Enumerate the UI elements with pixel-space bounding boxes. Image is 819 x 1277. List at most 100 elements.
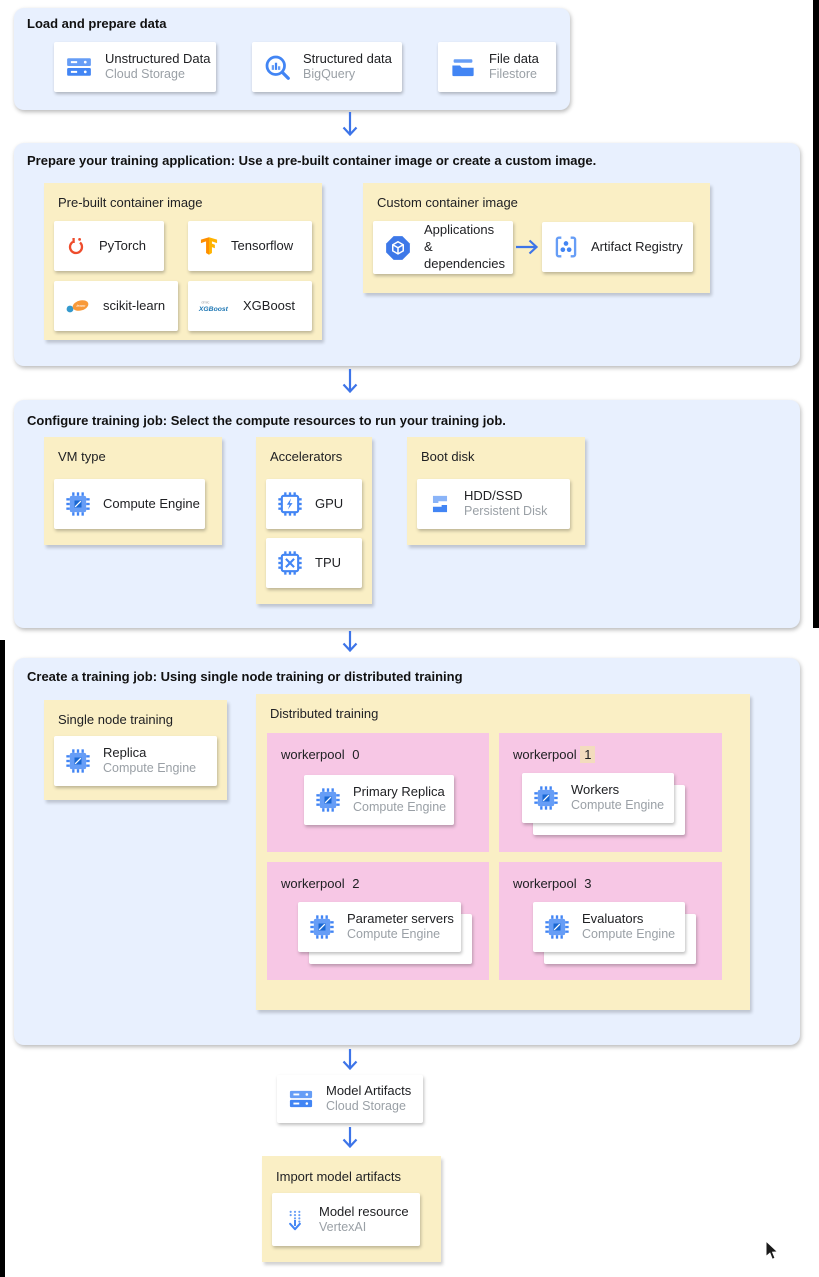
- box-title: Import model artifacts: [276, 1169, 401, 1184]
- workerpool-3-box: workerpool 3 Evaluators Compute Engine: [499, 862, 722, 980]
- vm-type-box: VM type Compute Engine: [44, 437, 222, 545]
- section-title: Create a training job: Using single node…: [27, 669, 463, 684]
- vertex-ai-icon: [282, 1207, 308, 1233]
- section-prepare-training-application: Prepare your training application: Use a…: [14, 143, 800, 366]
- workerpool-1-title: workerpool 1: [513, 746, 596, 763]
- section-create-training-job: Create a training job: Using single node…: [14, 658, 800, 1045]
- card-model-resource: Model resource VertexAI: [272, 1193, 420, 1246]
- distributed-training-box: Distributed training workerpool 0 Primar…: [256, 694, 750, 1010]
- card-unstructured-data: Unstructured Data Cloud Storage: [54, 42, 216, 92]
- box-title: Single node training: [58, 712, 173, 727]
- card-subtitle: VertexAI: [319, 1219, 367, 1234]
- prebuilt-container-box: Pre-built container image PyTorch Tensor…: [44, 183, 322, 340]
- cloud-storage-icon: [64, 52, 94, 82]
- box-title: Accelerators: [270, 449, 343, 464]
- card-title: Tensorflow: [231, 237, 294, 253]
- svg-text:learn: learn: [77, 303, 87, 308]
- card-evaluators: Evaluators Compute Engine: [533, 902, 685, 952]
- card-title: XGBoost: [243, 297, 296, 313]
- flow-arrow-down: [339, 368, 361, 404]
- artifact-registry-icon: [552, 233, 580, 261]
- workerpool-0-box: workerpool 0 Primary Replica Compute Eng…: [267, 733, 489, 852]
- tpu-icon: [276, 549, 304, 577]
- section-title: Configure training job: Select the compu…: [27, 413, 506, 428]
- filestore-icon: [448, 52, 478, 82]
- card-title: Applications & dependencies: [424, 222, 505, 271]
- card-subtitle: Compute Engine: [353, 800, 447, 815]
- section-title: Prepare your training application: Use a…: [27, 153, 597, 168]
- card-hdd-ssd: HDD/SSD Persistent Disk: [417, 479, 570, 529]
- bigquery-icon: [262, 52, 292, 82]
- card-subtitle: Filestore: [489, 67, 537, 82]
- card-model-artifacts: Model Artifacts Cloud Storage: [277, 1075, 423, 1123]
- card-subtitle: Compute Engine: [582, 927, 676, 942]
- box-title: Boot disk: [421, 449, 475, 464]
- flow-arrow-down: [339, 1126, 361, 1159]
- card-workers: Workers Compute Engine: [522, 773, 674, 823]
- import-model-artifacts-box: Import model artifacts Model resource Ve…: [262, 1156, 441, 1262]
- workerpool-0-title: workerpool 0: [281, 747, 360, 762]
- card-title: File data: [489, 51, 539, 67]
- compute-engine-icon: [64, 747, 92, 775]
- compute-engine-icon: [543, 913, 571, 941]
- card-subtitle: Cloud Storage: [105, 67, 185, 82]
- card-title: Model resource: [319, 1203, 409, 1219]
- section-load-and-prepare-data: Load and prepare data Unstructured Data …: [14, 8, 570, 110]
- flow-arrow-right: [515, 236, 543, 263]
- workerpool-1-box: workerpool 1 Workers Compute Engine: [499, 733, 722, 852]
- box-title: Custom container image: [377, 195, 518, 210]
- card-title: Model Artifacts: [326, 1083, 412, 1099]
- card-title: HDD/SSD: [464, 488, 523, 504]
- card-title: Parameter servers: [347, 911, 454, 927]
- compute-engine-icon: [532, 784, 560, 812]
- section-title: Load and prepare data: [27, 16, 167, 31]
- workerpool-2-box: workerpool 2 Parameter servers Compute E…: [267, 862, 489, 980]
- card-scikit-learn: learn scikit-learn: [54, 281, 178, 331]
- applications-icon: [383, 233, 413, 263]
- workerpool-1-highlight: 1: [580, 746, 596, 763]
- svg-text:dmlc: dmlc: [201, 300, 209, 304]
- card-replica: Replica Compute Engine: [54, 736, 217, 786]
- card-subtitle: Compute Engine: [347, 927, 441, 942]
- scikit-learn-icon: learn: [64, 294, 92, 318]
- card-title: Compute Engine: [103, 495, 200, 511]
- screen-edge-bar-left: [0, 640, 5, 1277]
- card-gpu: GPU: [266, 479, 362, 529]
- card-subtitle: Compute Engine: [571, 798, 665, 813]
- workerpool-2-title: workerpool 2: [281, 876, 360, 891]
- card-parameter-servers: Parameter servers Compute Engine: [298, 902, 461, 952]
- card-title: Workers: [571, 782, 620, 798]
- card-title: Replica: [103, 745, 147, 761]
- card-tensorflow: Tensorflow: [188, 221, 312, 271]
- card-pytorch: PyTorch: [54, 221, 164, 271]
- card-title: PyTorch: [99, 237, 146, 253]
- compute-engine-icon: [64, 490, 92, 518]
- card-title: scikit-learn: [103, 297, 166, 313]
- card-subtitle: Compute Engine: [103, 761, 197, 776]
- persistent-disk-icon: [427, 491, 453, 517]
- section-configure-training-job: Configure training job: Select the compu…: [14, 400, 800, 628]
- mouse-cursor: [765, 1239, 781, 1267]
- custom-container-box: Custom container image Applications & de…: [363, 183, 710, 293]
- pytorch-icon: [64, 234, 88, 258]
- card-file-data: File data Filestore: [438, 42, 556, 92]
- gpu-icon: [276, 490, 304, 518]
- card-applications-dependencies: Applications & dependencies: [373, 221, 513, 274]
- single-node-training-box: Single node training Replica Compute Eng…: [44, 700, 227, 800]
- card-subtitle: Cloud Storage: [326, 1099, 406, 1114]
- card-subtitle: Persistent Disk: [464, 504, 548, 519]
- accelerators-box: Accelerators GPU TPU: [256, 437, 372, 604]
- workerpool-3-title: workerpool 3: [513, 876, 592, 891]
- svg-text:XGBoost: XGBoost: [198, 306, 229, 313]
- card-title: Primary Replica: [353, 784, 445, 800]
- card-title: Unstructured Data: [105, 51, 211, 67]
- screen-edge-bar-right: [813, 0, 819, 628]
- card-compute-engine: Compute Engine: [54, 479, 205, 529]
- card-structured-data: Structured data BigQuery: [252, 42, 402, 92]
- flow-arrow-down: [339, 630, 361, 663]
- cloud-storage-icon: [287, 1085, 315, 1113]
- boot-disk-box: Boot disk HDD/SSD Persistent Disk: [407, 437, 585, 545]
